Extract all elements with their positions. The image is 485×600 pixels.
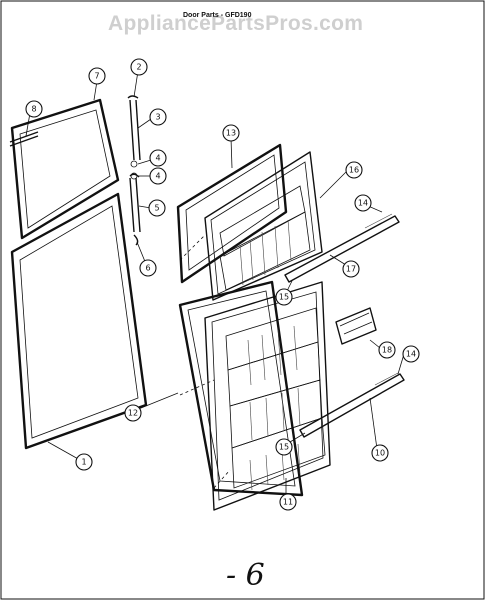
callout-10-label: 10 <box>375 449 385 458</box>
callout-1: 1 <box>75 453 93 471</box>
callout-12: 12 <box>124 404 142 422</box>
guide-line-3 <box>213 469 231 489</box>
callout-7: 7 <box>88 67 106 85</box>
callout-15a: 15 <box>275 288 293 306</box>
callout-14a-label: 14 <box>358 199 368 208</box>
watermark: AppliancePartsPros.com <box>108 12 363 35</box>
callout-3-label: 3 <box>155 113 160 122</box>
freezer-inner-gasket <box>176 143 288 284</box>
callout-5-label: 5 <box>154 204 159 213</box>
callout-6-label: 6 <box>145 264 150 273</box>
callout-6: 6 <box>139 259 157 277</box>
freezer-door-gasket <box>10 98 120 240</box>
callout-2: 2 <box>130 58 148 76</box>
callout-3: 3 <box>149 108 167 126</box>
callout-16-label: 16 <box>349 166 359 175</box>
callout-14a: 14 <box>354 194 372 212</box>
callout-8-label: 8 <box>31 105 36 114</box>
callout-14b: 14 <box>402 345 420 363</box>
freezer-shelf-rail <box>284 213 400 283</box>
callout-4b-label: 4 <box>155 172 160 181</box>
handwritten-note: - 6 <box>226 558 265 593</box>
freezer-door-liner <box>204 151 323 301</box>
callout-4a: 4 <box>149 149 167 167</box>
fresh-food-door-gasket <box>10 192 148 450</box>
callout-15a-label: 15 <box>279 293 289 302</box>
callout-1-label: 1 <box>81 458 86 467</box>
callout-15b: 15 <box>275 438 293 456</box>
callout-4b: 4 <box>149 167 167 185</box>
callout-4a-label: 4 <box>155 154 160 163</box>
callout-2-label: 2 <box>136 63 141 72</box>
fresh-food-door-liner <box>204 281 331 511</box>
callout-5: 5 <box>148 199 166 217</box>
guide-line-2 <box>179 379 215 396</box>
callout-18: 18 <box>378 341 396 359</box>
callout-14b-label: 14 <box>406 350 416 359</box>
callout-8: 8 <box>25 100 43 118</box>
callout-11-label: 11 <box>283 498 293 507</box>
trim-strip <box>9 131 39 147</box>
callout-7-label: 7 <box>94 72 99 81</box>
diagram-title: Door Parts - GFD190 <box>183 12 252 19</box>
hinge-rod-upper <box>127 95 141 161</box>
leader-lines <box>25 70 405 498</box>
callout-12-label: 12 <box>128 409 138 418</box>
callout-15b-label: 15 <box>279 443 289 452</box>
callout-16: 16 <box>345 161 363 179</box>
door-bin <box>335 307 377 345</box>
guide-line-1 <box>179 234 206 261</box>
fresh-food-shelf-rail <box>299 372 405 438</box>
callout-13: 13 <box>222 124 240 142</box>
callout-13-label: 13 <box>226 129 236 138</box>
hinge-clips <box>130 160 139 246</box>
callout-10: 10 <box>371 444 389 462</box>
callout-18-label: 18 <box>382 346 392 355</box>
callout-17-label: 17 <box>346 265 356 274</box>
callout-17: 17 <box>342 260 360 278</box>
callout-11: 11 <box>279 493 297 511</box>
hinge-rod-lower <box>129 173 141 233</box>
